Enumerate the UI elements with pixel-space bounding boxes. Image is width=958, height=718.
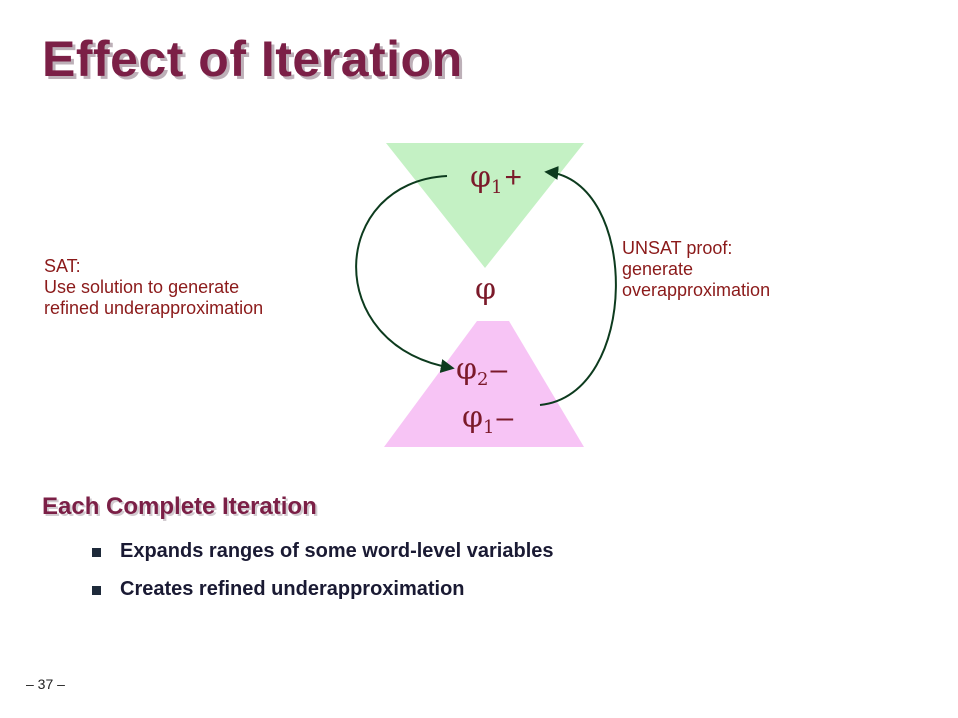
phi-label: φ [475,272,497,307]
slide-title: Effect of Iteration [42,31,463,87]
bullet-item: Expands ranges of some word-level variab… [92,540,554,578]
bullet-square-icon [92,586,101,595]
phi1-plus-label: φ1+ [470,160,522,198]
bullet-square-icon [92,548,101,557]
phi2-minus-label: φ2– [456,352,508,390]
sat-arrow [355,175,455,373]
underapproximation-triangle [384,321,584,447]
iteration-bullet-list: Expands ranges of some word-level variab… [92,540,554,616]
sat-note: SAT: Use solution to generate refined un… [44,256,264,318]
overapproximation-triangle [386,143,584,268]
phi1-minus-label: φ1– [462,400,514,438]
bullet-item: Creates refined underapproximation [92,578,554,616]
page-number: – 37 – [26,676,65,692]
unsat-note: UNSAT proof: generate overapproximation [622,238,771,300]
iteration-heading: Each Complete Iteration [42,493,317,520]
unsat-arrow [539,166,617,406]
